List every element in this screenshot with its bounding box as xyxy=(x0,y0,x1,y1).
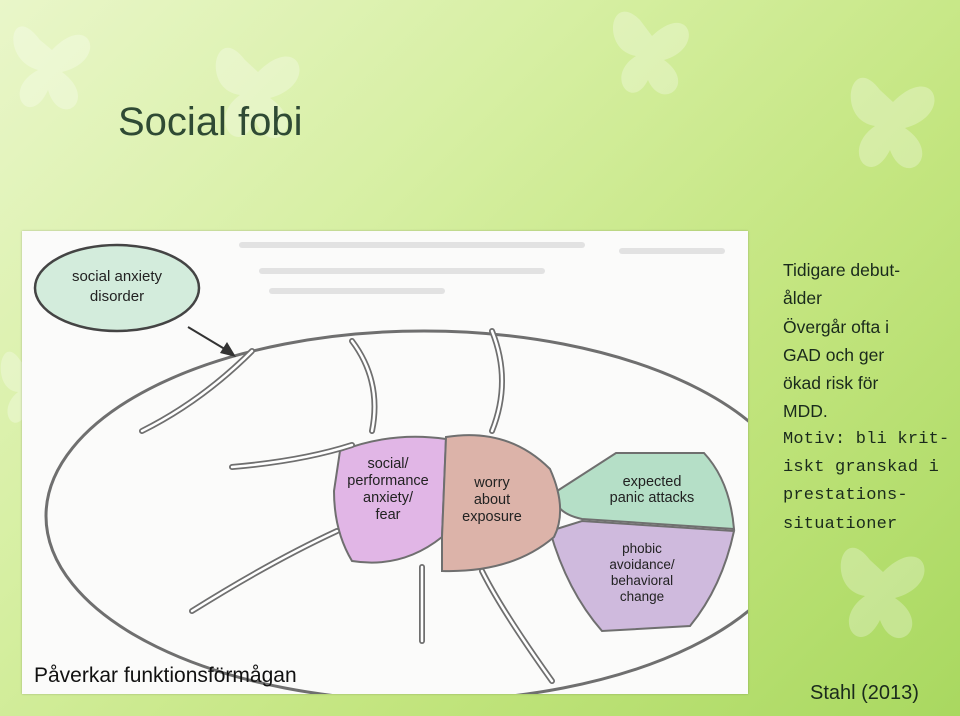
bullet-3-line1: Motiv: bli krit- xyxy=(783,429,950,449)
callout-oval xyxy=(33,243,201,333)
callout-label-line1: social anxiety xyxy=(72,268,163,285)
bullet-2-line3: ökad risk för xyxy=(783,373,879,394)
source-credit: Stahl (2013) xyxy=(810,682,919,704)
faded-text-background xyxy=(239,242,725,294)
segment-purple-line4: change xyxy=(620,589,664,604)
bullet-2-line2: GAD och ger xyxy=(783,344,885,365)
segment-purple-line2: avoidance/ xyxy=(609,557,675,572)
center-left-line4: fear xyxy=(376,507,401,523)
center-right-line2: about xyxy=(474,492,510,508)
arrow-icon xyxy=(187,326,236,357)
bullet-1-line1: Tidigare debut- xyxy=(783,260,901,280)
center-left-line3: anxiety/ xyxy=(363,490,414,506)
segment-purple-shape xyxy=(548,519,736,633)
callout-label-line2: disorder xyxy=(90,288,144,305)
bullet-list: Tidigare debut- ålder Övergår ofta i GAD… xyxy=(783,256,958,539)
center-right-line1: worry xyxy=(473,475,510,491)
center-right-line3: exposure xyxy=(462,509,522,525)
bullet-2-line1: Övergår ofta i xyxy=(783,316,890,337)
segment-green-line2: panic attacks xyxy=(610,490,695,506)
slide-title: Social fobi xyxy=(118,100,303,144)
bullet-3-line4: situationer xyxy=(783,514,898,534)
segment-purple-line1: phobic xyxy=(622,541,662,556)
outer-ellipse xyxy=(44,329,748,694)
figure-caption: Påverkar funktionsförmågan xyxy=(34,664,297,687)
bullet-3-line2: iskt granskad i xyxy=(783,458,940,478)
center-left-line1: social/ xyxy=(367,456,409,472)
anxiety-puzzle-diagram: social anxiety disorder social/ performa… xyxy=(33,242,748,694)
center-left-line2: performance xyxy=(347,473,428,489)
segment-purple-line3: behavioral xyxy=(611,573,673,588)
segment-green-line1: expected xyxy=(623,474,682,490)
center-left-shape xyxy=(332,435,448,564)
diagram-figure: social anxiety disorder social/ performa… xyxy=(22,231,748,694)
bullet-1-line2: ålder xyxy=(783,288,822,309)
bullet-3-line3: prestations- xyxy=(783,486,908,506)
bullet-2-line4: MDD. xyxy=(783,401,828,422)
